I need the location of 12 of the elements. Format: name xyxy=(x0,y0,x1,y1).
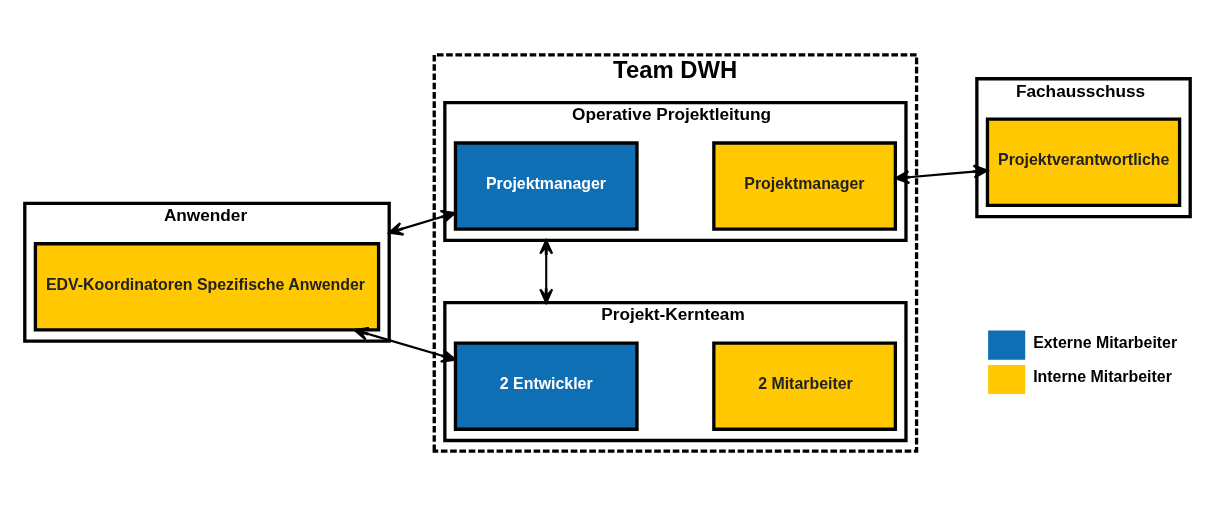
legend-label: Externe Mitarbeiter xyxy=(1033,333,1178,351)
arrow xyxy=(388,210,457,236)
node-box: Projektverantwortliche xyxy=(985,117,1182,207)
arrow xyxy=(894,164,989,185)
node-box: 2 Mitarbeiter xyxy=(712,341,898,431)
node-box: Projektmanager xyxy=(712,141,898,231)
node-box: 2 Entwickler xyxy=(453,341,639,431)
legend-label: Interne Mitarbeiter xyxy=(1033,368,1172,386)
arrow xyxy=(539,239,554,304)
node-box: EDV-Koordinatoren Spezifische Anwender xyxy=(33,242,381,332)
arrow xyxy=(353,326,457,363)
node-box: Projektmanager xyxy=(453,141,639,231)
